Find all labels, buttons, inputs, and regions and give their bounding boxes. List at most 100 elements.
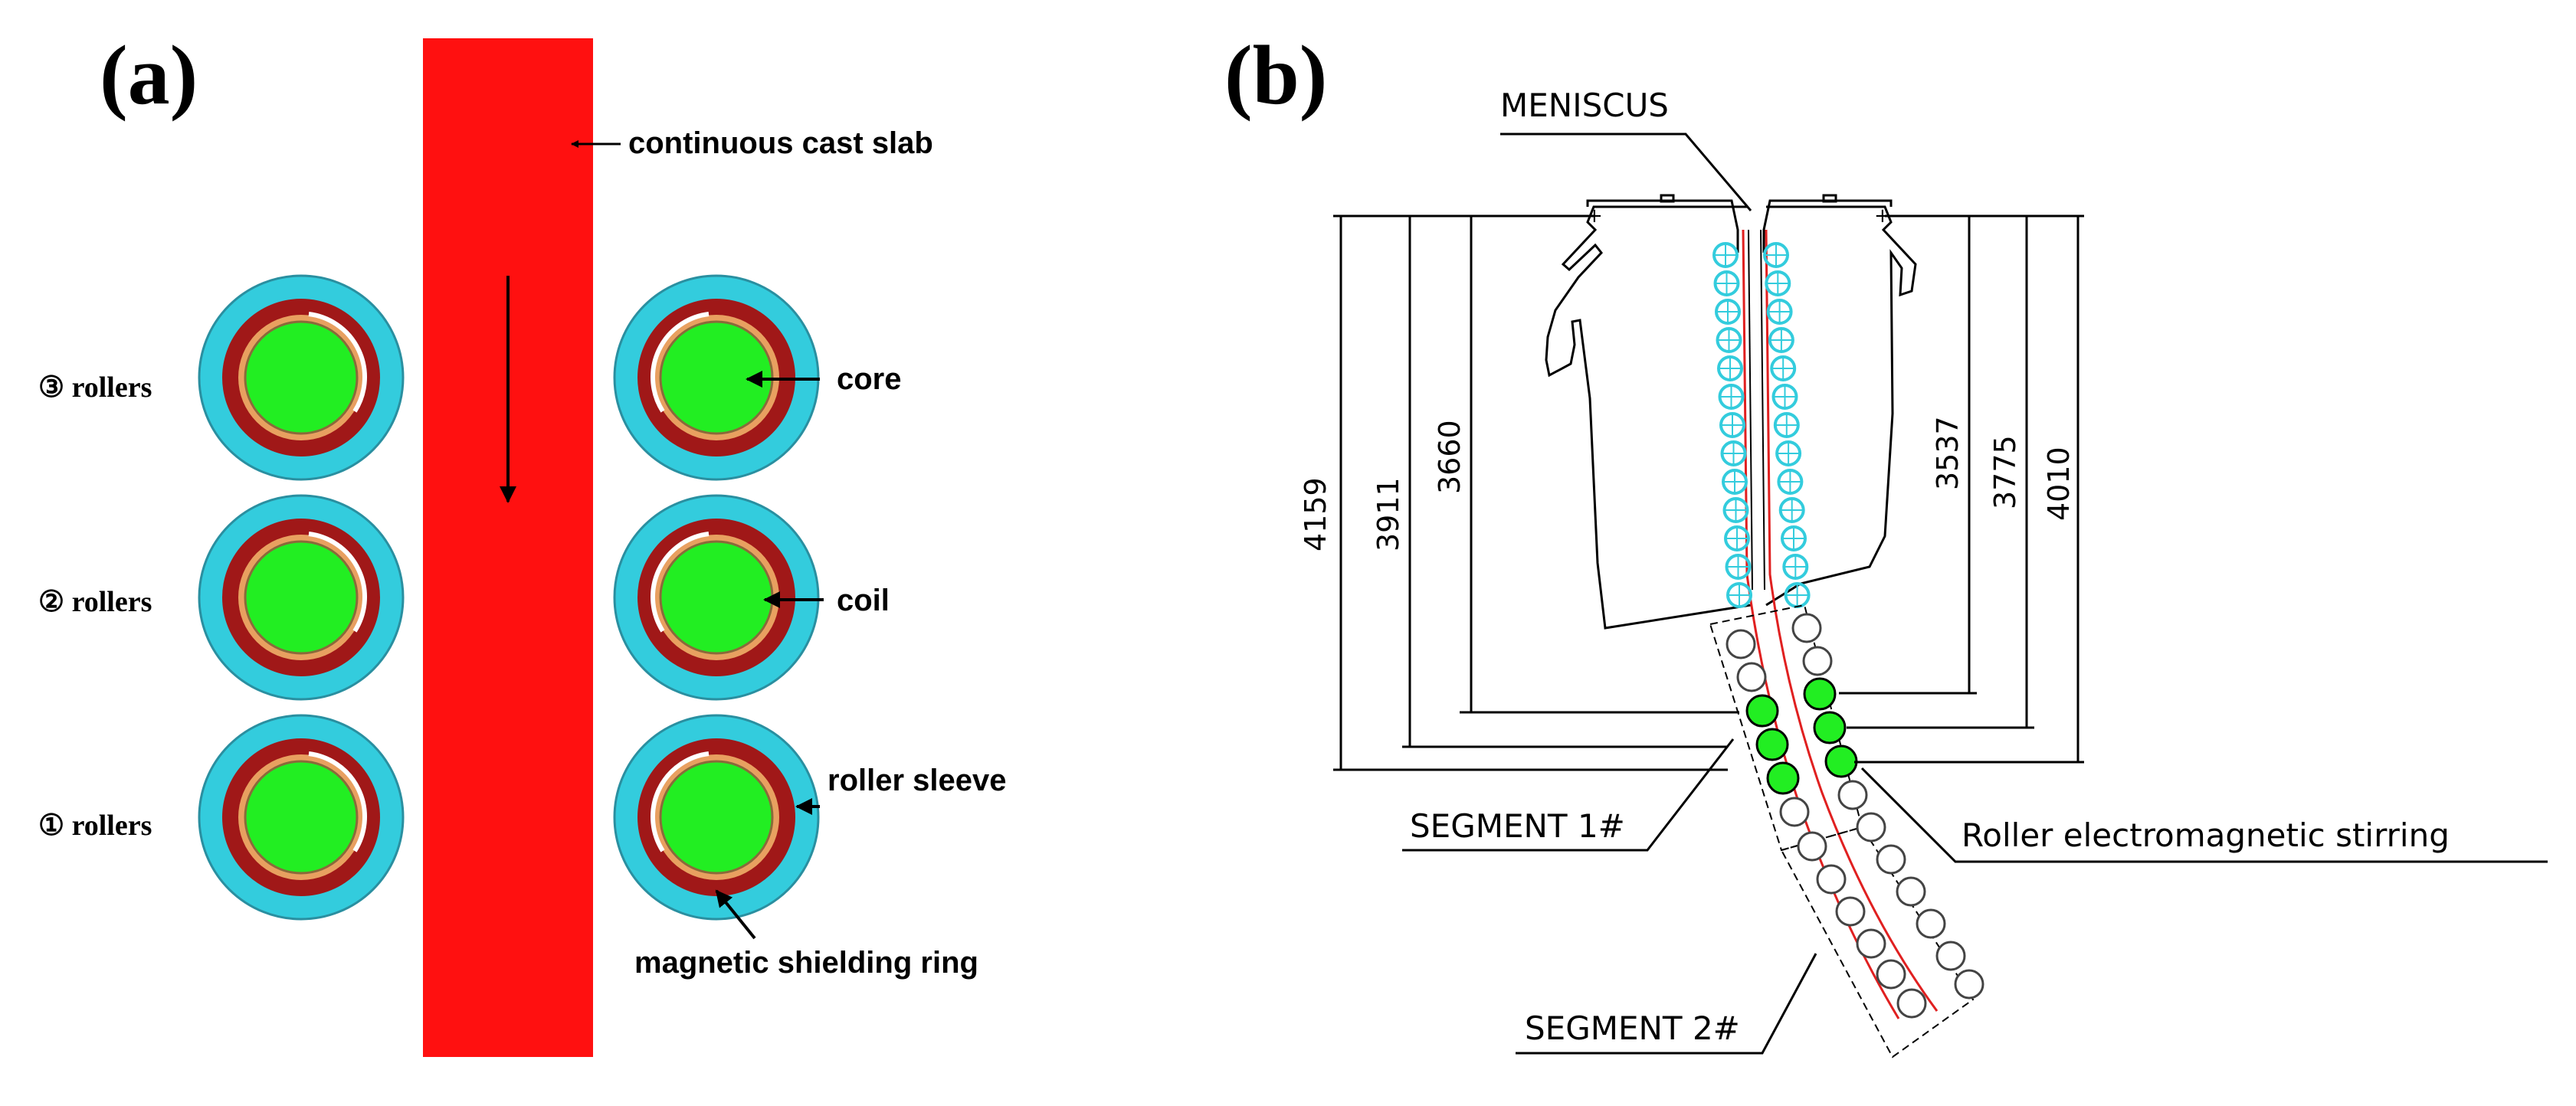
dimension-lines-left <box>1333 214 1739 771</box>
mold-right-half <box>1765 205 1917 607</box>
mold-corner-mark-right: + <box>1874 205 1891 227</box>
segment-roller <box>1856 812 1886 843</box>
segment-2-label: SEGMENT 2# <box>1525 1009 1740 1047</box>
roller-left-1 <box>198 714 405 921</box>
mold-roller <box>1716 327 1742 353</box>
segment-roller <box>1837 780 1868 810</box>
mold-roller <box>1765 270 1791 296</box>
dim-3660: 3660 <box>1433 420 1467 494</box>
segment-rollers <box>1726 613 1984 1019</box>
segment-1-leader <box>1402 738 1735 852</box>
mold-roller <box>1771 384 1798 410</box>
segment-roller <box>1816 864 1847 895</box>
mold-top-bolt-right <box>1822 194 1837 203</box>
segment-roller <box>1726 629 1756 659</box>
stirring-leader <box>1860 767 2548 863</box>
mold-roller <box>1778 497 1805 523</box>
mold-roller <box>1712 242 1739 268</box>
segment-roller <box>1779 797 1810 827</box>
mold-roller <box>1724 525 1750 551</box>
segment-roller <box>1802 646 1833 676</box>
dim-3775: 3775 <box>1988 435 2022 509</box>
stirring-roller-1 <box>1745 694 1779 728</box>
segment-roller <box>1791 613 1822 643</box>
mold-roller <box>1722 497 1749 523</box>
strand-center-line-1 <box>1748 229 1753 591</box>
segment-roller <box>1835 896 1866 927</box>
segment-roller <box>1797 831 1827 862</box>
dim-4159: 4159 <box>1299 477 1332 551</box>
row-label-3: ③ rollers <box>38 371 152 404</box>
mold-roller <box>1722 469 1748 495</box>
mold-top-clamp-right <box>1762 199 1893 253</box>
dim-3911: 3911 <box>1372 477 1405 551</box>
stirring-roller-2 <box>1755 728 1789 761</box>
strand-outer-edge <box>1765 229 1939 1012</box>
mold-roller <box>1719 412 1745 438</box>
segment-roller <box>1856 928 1886 959</box>
mold-left-half <box>1545 205 1752 630</box>
roller-right-2 <box>613 494 820 701</box>
panel-a: (a) <box>38 28 1007 1057</box>
coil-callout-label: coil <box>837 584 890 617</box>
mold-roller <box>1766 299 1793 325</box>
dim-3537: 3537 <box>1931 416 1965 490</box>
shielding-callout-arrow <box>715 889 756 940</box>
mold-roller <box>1726 582 1752 608</box>
dimension-lines-right <box>1839 214 2084 764</box>
roller-left-3 <box>198 274 405 481</box>
mold-roller <box>1784 582 1811 608</box>
shielding-callout-label: magnetic shielding ring <box>634 946 978 980</box>
roller-left-2 <box>198 494 405 701</box>
segment-roller <box>1876 844 1906 875</box>
core-callout-label: core <box>837 362 902 396</box>
mold-roller <box>1782 554 1809 580</box>
segment-roller <box>1916 908 1946 939</box>
segment-2-box <box>1780 826 1975 1059</box>
mold-roller <box>1720 440 1747 466</box>
segment-roller <box>1935 941 1966 971</box>
mold-roller <box>1770 355 1797 381</box>
meniscus-leader <box>1500 133 1752 211</box>
mold-roller <box>1725 554 1752 580</box>
stirring-roller-5 <box>1813 711 1847 744</box>
segment-roller <box>1876 959 1906 990</box>
roller-right-3 <box>613 274 820 481</box>
mold-roller <box>1717 355 1743 381</box>
segment-roller <box>1954 969 1984 1000</box>
row-label-2: ② rollers <box>38 586 152 618</box>
panel-a-label: (a) <box>100 28 198 122</box>
mold-roller <box>1777 469 1804 495</box>
mold-corner-mark-left: + <box>1586 205 1603 227</box>
stirring-label: Roller electromagnetic stirring <box>1961 816 2450 854</box>
mold-roller <box>1781 525 1807 551</box>
strand-center-line-2 <box>1760 229 1765 591</box>
segment-roller <box>1896 876 1926 907</box>
slab-callout-label: continuous cast slab <box>628 126 933 160</box>
segment-roller <box>1896 988 1927 1019</box>
mold-roller <box>1763 242 1789 268</box>
segment-roller <box>1736 662 1767 692</box>
stirring-roller-4 <box>1803 677 1837 711</box>
mold-roller <box>1775 440 1802 466</box>
mold-top-clamp-left <box>1586 199 1739 253</box>
continuous-cast-slab <box>423 38 593 1057</box>
row-label-1: ① rollers <box>38 810 152 842</box>
mold-roller <box>1715 299 1741 325</box>
sleeve-callout-label: roller sleeve <box>828 764 1007 797</box>
mold-roller <box>1768 327 1794 353</box>
mold-roller <box>1713 270 1740 296</box>
meniscus-label: MENISCUS <box>1500 87 1669 124</box>
mold-top-bolt-left <box>1660 194 1675 203</box>
mold-roller <box>1718 384 1745 410</box>
mold-roller <box>1773 412 1800 438</box>
roller-right-1 <box>613 714 820 921</box>
panel-b-label: (b) <box>1224 28 1327 122</box>
segment-1-label: SEGMENT 1# <box>1410 807 1625 845</box>
stirring-roller-6 <box>1824 744 1858 778</box>
panel-b: (b) + + <box>1224 28 2548 1059</box>
dim-4010: 4010 <box>2042 447 2076 521</box>
segment-2-leader <box>1516 953 1817 1055</box>
stirring-roller-3 <box>1766 761 1800 795</box>
mold-rollers <box>1712 242 1811 608</box>
